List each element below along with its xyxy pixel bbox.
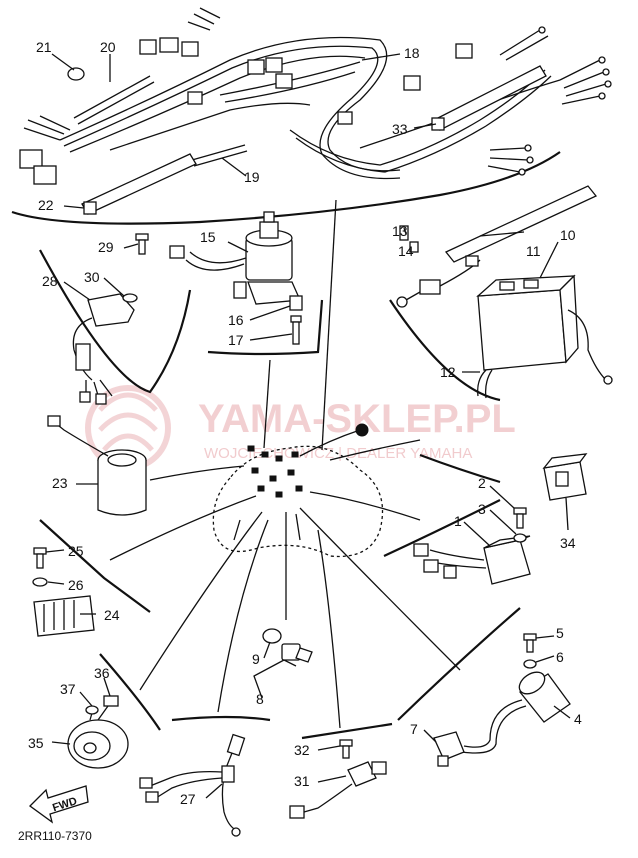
callout-16: 16	[228, 312, 244, 328]
callout-34: 34	[560, 535, 576, 551]
connector-block	[455, 43, 473, 59]
callout-11: 11	[526, 243, 541, 259]
horn-35	[67, 705, 129, 769]
callout-leaders	[45, 53, 571, 799]
frame-layout	[109, 199, 461, 729]
main-switch-15	[169, 211, 301, 305]
callout-10: 10	[560, 227, 576, 243]
washer-30	[122, 293, 138, 303]
cable-band-22	[81, 153, 197, 215]
callout-22: 22	[38, 197, 54, 213]
connector-block	[139, 39, 157, 55]
washer-37	[85, 705, 99, 715]
collar-16	[289, 295, 303, 311]
connector-block	[19, 149, 43, 169]
bolt-17	[290, 315, 302, 345]
callout-36: 36	[94, 665, 110, 681]
starter-relay-1	[413, 535, 531, 585]
connector-block	[187, 91, 203, 105]
callout-20: 20	[100, 39, 116, 55]
screw-29	[135, 233, 149, 255]
connector-block	[159, 37, 179, 53]
group-boundary-top	[11, 151, 561, 225]
lead-wire-27	[139, 733, 246, 837]
connector-block	[181, 41, 199, 57]
fuse-13	[396, 225, 481, 308]
connector-block	[265, 57, 283, 73]
wire-clamp-21	[67, 67, 85, 81]
callout-37: 37	[60, 681, 76, 697]
cable-tie-19	[191, 144, 248, 167]
battery-10	[476, 274, 613, 385]
washer-26	[32, 577, 48, 587]
callout-27: 27	[180, 791, 196, 807]
watermark: YAMA-SKLEP.PL WOJCIECHOWICZ | DEALER YAM…	[85, 385, 516, 471]
connector-block	[275, 73, 293, 89]
fuse-14	[409, 241, 419, 253]
washer-3	[513, 533, 527, 543]
bolt-36	[103, 695, 119, 707]
washer-6	[523, 659, 537, 669]
callout-33: 33	[392, 121, 408, 137]
callout-21: 21	[36, 39, 52, 55]
callout-18: 18	[404, 45, 420, 61]
callout-19: 19	[244, 169, 260, 185]
callout-23: 23	[52, 475, 68, 491]
callout-29: 29	[98, 239, 114, 255]
callout-13: 13	[392, 223, 408, 239]
section-dividers	[39, 249, 521, 740]
callout-1: 1	[454, 513, 462, 529]
bolt-2	[513, 507, 527, 529]
watermark-brand: YAMA-SKLEP.PL	[198, 397, 516, 441]
rectifier-24	[33, 595, 95, 637]
connector-28	[72, 293, 135, 405]
neutral-switch-8	[281, 643, 313, 667]
screw-32	[339, 739, 353, 759]
callout-12: 12	[440, 364, 456, 380]
diagram-code: 2RR110-7370	[18, 829, 92, 843]
callout-labels: 21 20 18 19 22 33 15 16 17 29 30 28 13 1…	[28, 39, 582, 807]
bolt-25	[33, 547, 47, 569]
relay-34	[542, 453, 588, 501]
callout-9: 9	[252, 651, 260, 667]
bolt-5	[523, 633, 537, 653]
callout-5: 5	[556, 625, 564, 641]
connector-block	[337, 111, 353, 125]
callout-3: 3	[478, 501, 486, 517]
callout-31: 31	[294, 773, 310, 789]
connector-block	[33, 165, 57, 185]
cable-band-33	[433, 65, 547, 131]
connector-block	[403, 75, 421, 91]
callout-4: 4	[574, 711, 582, 727]
o-ring-9	[262, 628, 282, 644]
callout-32: 32	[294, 742, 310, 758]
callout-15: 15	[200, 229, 216, 245]
frame-outline	[212, 445, 384, 558]
cable-tie-20	[73, 75, 155, 125]
callout-7: 7	[410, 721, 418, 737]
callout-25: 25	[68, 543, 84, 559]
sensor-31	[289, 761, 387, 819]
battery-band-11	[444, 185, 598, 263]
callout-24: 24	[104, 607, 120, 623]
callout-28: 28	[42, 273, 58, 289]
connector-block	[247, 59, 265, 75]
callout-30: 30	[84, 269, 100, 285]
callout-35: 35	[28, 735, 44, 751]
spark-plug-cap-7	[433, 731, 465, 767]
flasher-relay-23	[47, 415, 147, 516]
forward-direction-icon: FWD	[29, 785, 89, 824]
wire-harness-group	[11, 7, 612, 225]
ignition-coil-4	[461, 671, 571, 754]
callout-17: 17	[228, 332, 244, 348]
callout-26: 26	[68, 577, 84, 593]
callout-6: 6	[556, 649, 564, 665]
breather-pipe-12	[477, 369, 493, 399]
callout-2: 2	[478, 475, 486, 491]
callout-14: 14	[398, 243, 414, 259]
callout-8: 8	[256, 691, 264, 707]
